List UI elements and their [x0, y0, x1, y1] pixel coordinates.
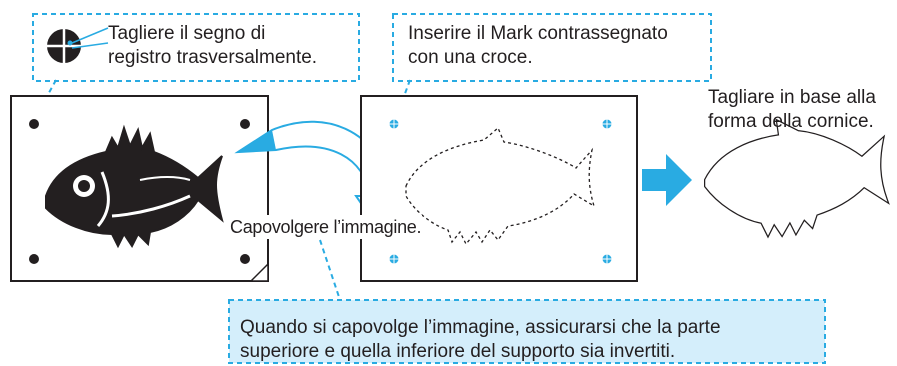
registration-dot-br	[240, 254, 250, 264]
flip-label: Capovolgere l’immagine.	[229, 215, 423, 239]
crossed-mark-icon	[389, 119, 612, 264]
callout-text-cut-shape: Tagliare in base alla forma della cornic…	[708, 86, 876, 134]
note-text: Quando si capovolge l’immagine, assicura…	[240, 316, 721, 364]
note-box	[228, 299, 826, 364]
callout-line: Tagliere il segno di	[108, 23, 266, 44]
registration-dot-bl	[29, 254, 39, 264]
callout-line: Inserire il Mark contrassegnato	[408, 23, 668, 44]
note-line: superiore e quella inferiore del support…	[240, 341, 676, 362]
callout-line: forma della cornice.	[708, 111, 874, 132]
callout-line: Tagliare in base alla	[708, 87, 876, 108]
note-line: Quando si capovolge l’immagine, assicura…	[240, 317, 721, 338]
fish-outline-solid	[704, 118, 890, 239]
fish-illustration	[45, 124, 224, 249]
page-curl-icon	[249, 262, 269, 282]
fish-outline-dashed	[405, 126, 596, 246]
callout-text-cut-mark: Tagliere il segno di registro trasversal…	[108, 22, 317, 70]
flip-arrow-head-fill	[238, 130, 276, 152]
registration-mark-icon	[47, 27, 109, 63]
callout-line: registro trasversalmente.	[108, 47, 318, 68]
panel-flipped-media	[360, 95, 638, 282]
callout-box-cross-mark	[392, 13, 712, 82]
registration-dot-tl	[29, 119, 39, 129]
callout-box-cut-mark	[32, 13, 360, 82]
note-leader	[319, 239, 341, 301]
registration-dot-tr	[240, 119, 250, 129]
right-arrow-icon	[642, 154, 692, 206]
callout-text-cross-mark: Inserire il Mark contrassegnato con una …	[408, 22, 668, 70]
callout-line: con una croce.	[408, 47, 533, 68]
